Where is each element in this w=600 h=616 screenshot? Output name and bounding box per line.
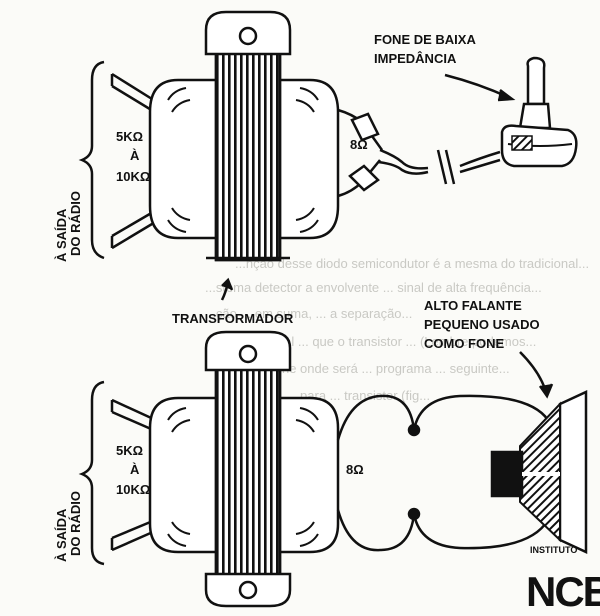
logo-line2: NCB: [526, 568, 600, 615]
primary-impedance-label: 10KΩ: [116, 482, 150, 497]
input-label-line1: À SAÍDA: [54, 208, 69, 262]
mounting-hole-top: [238, 344, 258, 364]
input-label-line2: DO RÁDIO: [68, 191, 83, 256]
primary-impedance-label: À: [130, 462, 140, 477]
output-lead: [337, 108, 501, 198]
primary-impedance-label: 5KΩ: [116, 129, 143, 144]
headphone-icon: [500, 56, 578, 168]
background-text: ...nção desse diodo semicondutor é a mes…: [205, 256, 589, 403]
input-brace: [78, 60, 105, 260]
input-label-line2: DO RÁDIO: [68, 491, 83, 556]
input-label-line1: À SAÍDA: [54, 508, 69, 562]
background-text-line: ...nção desse diodo semicondutor é a mes…: [235, 256, 589, 271]
primary-impedance-label: 5KΩ: [116, 443, 143, 458]
primary-impedance-label: 10KΩ: [116, 169, 150, 184]
mounting-hole-top: [238, 26, 258, 46]
wire-junction: [407, 507, 421, 521]
transformer-label: TRANSFORMADOR: [172, 311, 294, 326]
headphone-label: FONE DE BAIXA: [374, 32, 476, 47]
background-text-line: ...ção ... em suma, ... a separação...: [205, 306, 412, 321]
primary-impedance-label: À: [130, 148, 140, 163]
speaker-label: COMO FONE: [424, 336, 504, 351]
wire-junction: [407, 423, 421, 437]
speaker-icon: [490, 390, 588, 554]
background-text-line: ...stema detector a envolvente ... sinal…: [205, 280, 542, 295]
speaker-label: ALTO FALANTE: [424, 298, 522, 313]
top-labels: À SAÍDA DO RÁDIO 5KΩ À 10KΩ 8Ω FONE DE B…: [54, 32, 476, 326]
coil-left-lobe: [148, 396, 220, 554]
bottom-labels: À SAÍDA DO RÁDIO 5KΩ À 10KΩ 8Ω ALTO FALA…: [54, 298, 540, 562]
transformer-core: [214, 50, 282, 262]
ncb-logo: INSTITUTO NCB: [526, 545, 600, 615]
coil-right-lobe: [276, 78, 340, 240]
secondary-impedance-label: 8Ω: [350, 137, 368, 152]
bottom-diagram: [78, 330, 588, 608]
logo-line1: INSTITUTO: [530, 545, 577, 555]
headphone-label: IMPEDÂNCIA: [374, 51, 457, 66]
mounting-tab-bottom: [204, 572, 292, 608]
mounting-tab-top: [204, 330, 292, 372]
top-diagram: [78, 10, 578, 301]
background-text-line: ... um fone onde será ... programa ... s…: [235, 361, 510, 376]
output-wire-loop: [336, 509, 550, 552]
mounting-hole-bottom: [238, 580, 258, 600]
input-brace: [78, 380, 105, 566]
background-text-line: ... do sinal ... que o transistor ... (L…: [235, 334, 536, 349]
mounting-tab-top: [204, 10, 292, 56]
secondary-impedance-label: 8Ω: [346, 462, 364, 477]
transformer-core: [214, 366, 282, 578]
coil-left-lobe: [148, 78, 220, 240]
coil-right-lobe: [276, 396, 340, 554]
speaker-label: PEQUENO USADO: [424, 317, 540, 332]
